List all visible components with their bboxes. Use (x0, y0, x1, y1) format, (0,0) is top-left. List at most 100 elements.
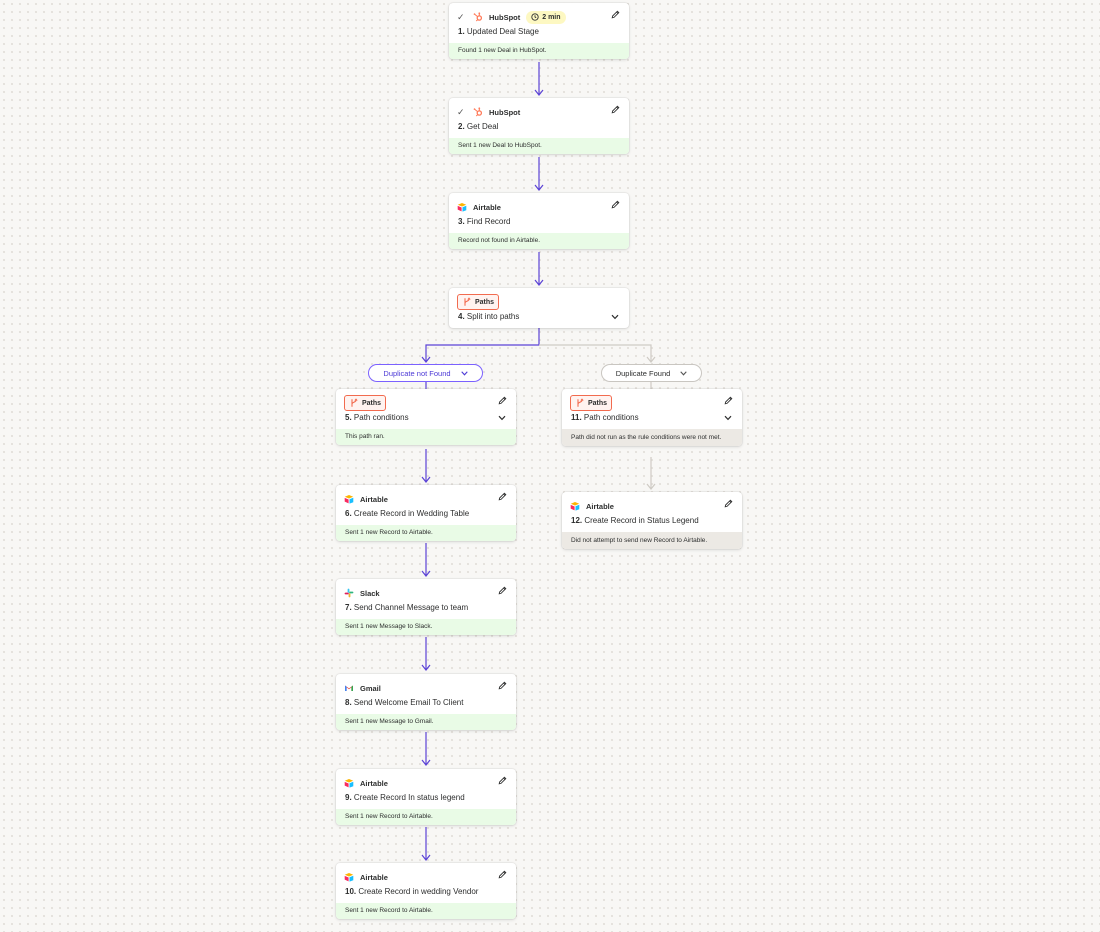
step-card-1[interactable]: ✓ HubSpot 2 min 1. Updated Deal Stage Fo… (449, 3, 629, 59)
step-status: Path did not run as the rule conditions … (562, 429, 742, 446)
step-status: Sent 1 new Deal to HubSpot. (449, 138, 629, 154)
arrow-down-icon (421, 476, 431, 483)
step-card-6[interactable]: Airtable 6. Create Record in Wedding Tab… (336, 485, 516, 541)
step-card-4[interactable]: Paths 4. Split into paths (449, 288, 629, 328)
hubspot-icon (473, 107, 483, 117)
step-card-7[interactable]: Slack 7. Send Channel Message to team Se… (336, 579, 516, 635)
branch-duplicate-found[interactable]: Duplicate Found (601, 364, 702, 382)
branch-label: Duplicate not Found (383, 368, 451, 378)
step-card-8[interactable]: Gmail 8. Send Welcome Email To Client Se… (336, 674, 516, 730)
edit-icon[interactable] (610, 104, 620, 114)
step-title: 8. Send Welcome Email To Client (345, 698, 464, 707)
chevron-down-icon[interactable] (723, 413, 733, 423)
step-status: Sent 1 new Record to Airtable. (336, 903, 516, 919)
arrow-down-icon (646, 356, 656, 363)
app-name: Paths (475, 298, 495, 306)
chevron-down-icon[interactable] (497, 413, 507, 423)
paths-tag: Paths (570, 395, 613, 411)
app-name: Airtable (473, 202, 501, 212)
arrow-down-icon (421, 664, 431, 671)
connector-split-right (539, 344, 652, 362)
branch-duplicate-not-found[interactable]: Duplicate not Found (368, 364, 483, 382)
step-title: 10. Create Record in wedding Vendor (345, 887, 479, 896)
edit-icon[interactable] (497, 680, 507, 690)
step-title: 2. Get Deal (458, 122, 499, 131)
step-card-12[interactable]: Airtable 12. Create Record in Status Leg… (562, 492, 742, 549)
edit-icon[interactable] (723, 498, 733, 508)
step-status: Sent 1 new Message to Slack. (336, 619, 516, 635)
app-name: Airtable (360, 778, 388, 788)
step-card-11[interactable]: Paths 11. Path conditions Path did not r… (562, 389, 742, 446)
chevron-down-icon (680, 370, 688, 376)
step-card-9[interactable]: Airtable 9. Create Record In status lege… (336, 769, 516, 825)
step-card-10[interactable]: Airtable 10. Create Record in wedding Ve… (336, 863, 516, 919)
edit-icon[interactable] (723, 395, 733, 405)
app-name: Slack (360, 588, 380, 598)
step-title: 7. Send Channel Message to team (345, 603, 469, 612)
step-card-2[interactable]: ✓ HubSpot 2. Get Deal Sent 1 new Deal to… (449, 98, 629, 154)
clock-icon (531, 13, 539, 21)
step-status: Record not found in Airtable. (449, 233, 629, 249)
step-status: This path ran. (336, 429, 516, 445)
app-name: Airtable (360, 494, 388, 504)
step-title: 6. Create Record in Wedding Table (345, 509, 470, 518)
paths-icon (349, 398, 359, 408)
arrow-down-icon (534, 279, 544, 286)
edit-icon[interactable] (497, 491, 507, 501)
edit-icon[interactable] (497, 775, 507, 785)
check-icon: ✓ (457, 106, 465, 117)
paths-tag: Paths (457, 294, 500, 310)
edit-icon[interactable] (497, 869, 507, 879)
app-name: Airtable (586, 501, 614, 511)
step-title: 1. Updated Deal Stage (458, 27, 539, 36)
app-name: Paths (362, 399, 382, 407)
duration-text: 2 min (542, 13, 561, 21)
step-card-5[interactable]: Paths 5. Path conditions This path ran. (336, 389, 516, 445)
airtable-icon (344, 778, 354, 788)
hubspot-icon (473, 12, 483, 22)
chevron-down-icon[interactable] (610, 312, 620, 322)
arrow-down-icon (421, 854, 431, 861)
app-name: HubSpot (489, 107, 521, 117)
airtable-icon (570, 501, 580, 511)
step-title: 9. Create Record In status legend (345, 793, 465, 802)
step-title: 11. Path conditions (571, 413, 639, 422)
step-status: Sent 1 new Record to Airtable. (336, 809, 516, 825)
app-name: Airtable (360, 872, 388, 882)
edit-icon[interactable] (497, 585, 507, 595)
chevron-down-icon (460, 370, 468, 376)
arrow-down-icon (421, 356, 431, 363)
paths-tag: Paths (344, 395, 387, 411)
step-title: 4. Split into paths (458, 312, 520, 321)
step-status: Sent 1 new Record to Airtable. (336, 525, 516, 541)
step-title: 5. Path conditions (345, 413, 409, 422)
paths-icon (575, 398, 585, 408)
arrow-down-icon (534, 89, 544, 96)
arrow-down-icon (421, 570, 431, 577)
connector-split-left (425, 328, 540, 362)
arrow-down-icon (646, 483, 656, 490)
edit-icon[interactable] (610, 9, 620, 19)
airtable-icon (457, 202, 467, 212)
airtable-icon (344, 494, 354, 504)
check-icon: ✓ (457, 11, 465, 22)
gmail-icon (344, 683, 354, 693)
edit-icon[interactable] (610, 199, 620, 209)
app-name: HubSpot (489, 12, 521, 22)
airtable-icon (344, 872, 354, 882)
step-status: Did not attempt to send new Record to Ai… (562, 532, 742, 549)
branch-label: Duplicate Found (615, 368, 671, 378)
edit-icon[interactable] (497, 395, 507, 405)
arrow-down-icon (421, 759, 431, 766)
slack-icon (344, 588, 354, 598)
duration-badge: 2 min (526, 10, 566, 24)
step-card-3[interactable]: Airtable 3. Find Record Record not found… (449, 193, 629, 249)
app-name: Paths (588, 399, 608, 407)
step-title: 12. Create Record in Status Legend (571, 516, 699, 525)
arrow-down-icon (534, 184, 544, 191)
app-name: Gmail (360, 683, 381, 693)
step-status: Found 1 new Deal in HubSpot. (449, 43, 629, 59)
paths-icon (462, 297, 472, 307)
step-status: Sent 1 new Message to Gmail. (336, 714, 516, 730)
